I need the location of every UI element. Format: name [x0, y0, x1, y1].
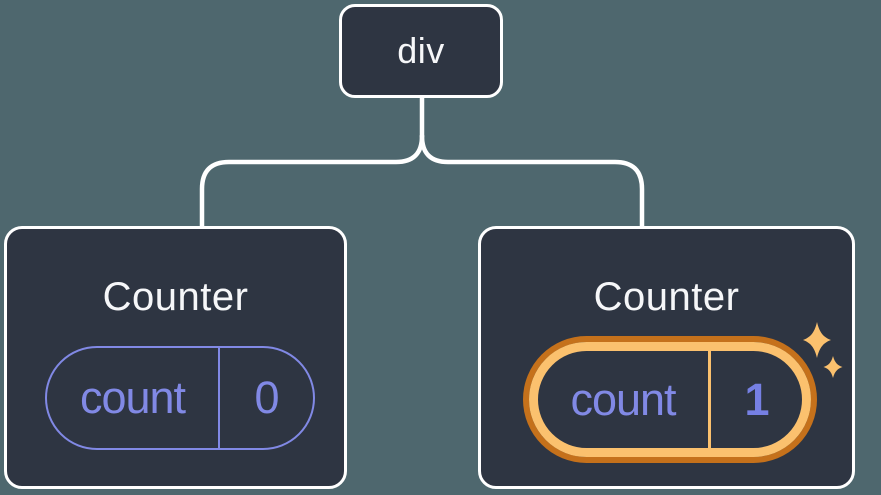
root-node-div: div	[339, 4, 503, 98]
connector-right-branch	[419, 133, 645, 229]
state-key-cell: count	[538, 351, 711, 448]
state-key-cell: count	[47, 348, 220, 448]
root-node-label: div	[397, 30, 445, 71]
state-value-cell: 0	[220, 348, 313, 448]
counter-card-left: Counter count 0	[4, 226, 347, 489]
counter-card-left-title: Counter	[102, 275, 249, 319]
sparkles-icon	[803, 322, 843, 378]
state-key-label: count	[79, 372, 186, 423]
state-pill-left: count 0	[45, 346, 315, 450]
sparkle-small	[823, 356, 843, 378]
state-value: 0	[254, 372, 279, 423]
connector-left-branch	[199, 133, 425, 229]
sparkle-large	[803, 322, 831, 358]
state-value: 1	[744, 373, 769, 425]
counter-card-right: Counter count 1	[478, 226, 855, 489]
state-value-cell: 1	[711, 351, 802, 448]
counter-card-right-title: Counter	[593, 275, 740, 319]
state-key-label: count	[570, 373, 676, 425]
state-pill-highlighted: count 1	[529, 342, 811, 457]
